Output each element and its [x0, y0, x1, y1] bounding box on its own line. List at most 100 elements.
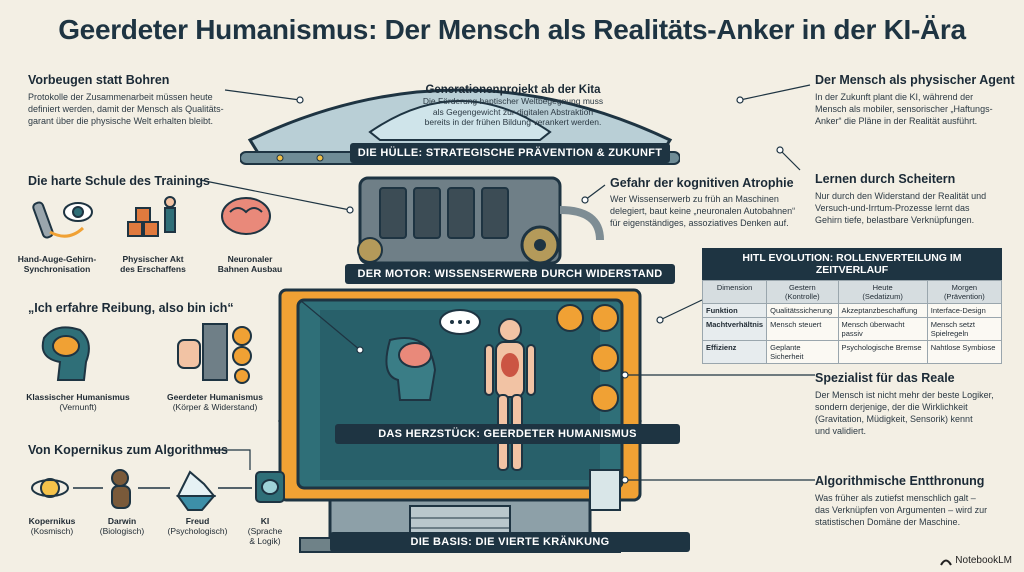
atrophie-section: Gefahr der kognitiven Atrophie Wer Wisse…: [610, 176, 820, 229]
table-cell: Machtverhältnis: [701, 317, 768, 341]
table-cell: Qualitätssicherung: [766, 303, 839, 318]
entthronung-text-line: Was früher als zutiefst menschlich galt …: [815, 493, 976, 503]
kopernikus-sublabel: & Logik): [249, 536, 281, 546]
training-label: des Erschaffens: [120, 264, 186, 274]
training-label: Bahnen Ausbau: [217, 264, 283, 274]
table-header: Gestern (Kontrolle): [766, 280, 839, 304]
training-label: Hand-Auge-Gehirn-: [17, 254, 97, 264]
head-brain-icon: [41, 326, 90, 381]
vorbeugen-text-line: definiert werden, damit der Mensch als Q…: [28, 104, 224, 114]
reibung-sublabel: (Körper & Widerstand): [172, 402, 258, 412]
eye-icon: [556, 304, 584, 332]
spezialist-heading: Spezialist für das Reale: [815, 371, 955, 385]
reibung-sublabel: (Vernunft): [59, 402, 97, 412]
kopernikus-sublabel: (Psychologisch): [167, 526, 228, 536]
atrophie-text-line: Wer Wissenserwerb zu früh an Maschinen: [610, 194, 779, 204]
agent-section: Der Mensch als physischer Agent In der Z…: [815, 73, 1015, 127]
entthronung-heading: Algorithmische Entthronung: [815, 474, 985, 488]
table-header: Heute (Sedatizum): [837, 280, 928, 304]
training-icons: [32, 196, 271, 239]
phone-icon: [591, 304, 619, 332]
entthronung-text-line: das Verknüpfen von Argumenten – wird zur: [815, 505, 988, 515]
table-cell: Nahtlose Symbiose: [926, 340, 1003, 364]
table-title: HITL EVOLUTION: ROLLENVERTEILUNG IM ZEIT…: [702, 248, 1002, 280]
table-cell: Geplante Sicherheit: [766, 340, 839, 364]
spezialist-section: Spezialist für das Reale Der Mensch ist …: [815, 371, 1015, 437]
iceberg-icon: [176, 470, 217, 511]
agent-text-line: In der Zukunft plant die KI, während der: [815, 92, 974, 102]
touch-icon: [591, 384, 619, 412]
table-cell: Akzeptanzbeschaffung: [837, 303, 928, 318]
dome-text-line: als Gegengewicht zur digitalen Abstrakti…: [432, 106, 594, 117]
kopernikus-icons: [31, 469, 285, 511]
dome-heading: Generationenprojekt ab der Kita: [425, 84, 601, 96]
entthronung-text-line: statistischen Domäne der Maschine.: [815, 517, 961, 527]
dome-text-line: bereits in der frühen Bildung verankert …: [424, 117, 602, 127]
role-table: Dimension Gestern (Kontrolle) Heute (Sed…: [701, 280, 1003, 364]
atrophie-text-line: delegiert, baut keine „neuronalen Autoba…: [610, 206, 796, 216]
scheitern-text-line: Versuch-und-Irrtum-Prozesse lernt das: [815, 203, 970, 213]
kopernikus-label: Darwin: [107, 516, 137, 526]
entthronung-section: Algorithmische Entthronung Was früher al…: [815, 474, 1015, 528]
kopernikus-label: Freud: [185, 516, 210, 526]
spezialist-text-line: sondern derjenige, der die Wirklichkeit: [815, 402, 968, 412]
table-cell: Mensch setzt Spielregeln: [926, 317, 1003, 341]
vorbeugen-section: Vorbeugen statt Bohren Protokolle der Zu…: [28, 73, 258, 127]
reibung-icons: [41, 323, 252, 384]
atrophie-heading: Gefahr der kognitiven Atrophie: [610, 176, 794, 190]
reibung-item-2: Geerdeter Humanismus (Körper & Widerstan…: [150, 392, 280, 412]
banner-motor: DER MOTOR: WISSENSERWERB DURCH WIDERSTAN…: [345, 264, 675, 284]
kopernikus-sublabel: (Sprache: [247, 526, 283, 536]
notebooklm-icon: [940, 559, 953, 566]
logo-text: NotebookLM: [955, 555, 1012, 566]
solar-system-icon: [31, 478, 69, 498]
kopernikus-item-2: Darwin (Biologisch): [92, 516, 152, 536]
table-cell: Interface-Design: [926, 303, 1003, 318]
kopernikus-label: KI: [260, 516, 270, 526]
banner-huelle: DIE HÜLLE: STRATEGISCHE PRÄVENTION & ZUK…: [350, 143, 670, 163]
hand-wall-icon: [177, 323, 252, 384]
table-cell: Psychologische Bremse: [837, 340, 928, 364]
table-header: Dimension: [701, 280, 768, 304]
atrophie-text-line: für eigenständiges, assoziatives Denken …: [610, 218, 789, 228]
spezialist-text-line: (Gravitation, Müdigkeit, Sensorik) kennt: [815, 414, 973, 424]
banner-basis: DIE BASIS: DIE VIERTE KRÄNKUNG: [330, 532, 690, 552]
training-label: Synchronisation: [23, 264, 91, 274]
scheitern-section: Lernen durch Scheitern Nur durch den Wid…: [815, 172, 1015, 226]
notebooklm-logo: NotebookLM: [940, 555, 1012, 566]
training-item-1: Hand-Auge-Gehirn-Synchronisation: [12, 254, 102, 274]
table-row: Funktion Qualitätssicherung Akzeptanzbes…: [701, 303, 1003, 318]
kopernikus-heading: Von Kopernikus zum Algorithmus: [28, 443, 229, 457]
page-title: Geerdeter Humanismus: Der Mensch als Rea…: [58, 14, 966, 45]
ear-icon: [591, 344, 619, 372]
table-header: Morgen (Prävention): [926, 280, 1003, 304]
reibung-item-1: Klassischer Humanismus (Vernunft): [18, 392, 138, 412]
kopernikus-item-1: Kopernikus (Kosmisch): [22, 516, 82, 536]
table-cell: Effizienz: [701, 340, 768, 364]
agent-text-line: Anker“ die Pläne in der Realität ausführ…: [815, 116, 978, 126]
reibung-label: Klassischer Humanismus: [26, 392, 130, 402]
agent-heading: Der Mensch als physischer Agent: [815, 73, 1015, 87]
hitl-table: HITL EVOLUTION: ROLLENVERTEILUNG IM ZEIT…: [701, 248, 1003, 364]
table-cell: Funktion: [701, 303, 768, 318]
dome-text-line: Die Förderung haptischer Weltbegegnung m…: [422, 96, 604, 106]
dome-section: Generationenprojekt ab der Kita Die Förd…: [388, 84, 638, 128]
table-row: Effizienz Geplante Sicherheit Psychologi…: [701, 340, 1003, 364]
building-blocks-icon: [127, 196, 176, 237]
training-label: Physischer Akt: [122, 254, 184, 264]
scheitern-heading: Lernen durch Scheitern: [815, 172, 956, 186]
kopernikus-sublabel: (Biologisch): [99, 526, 145, 536]
training-label: Neuronaler: [227, 254, 273, 264]
table-header-row: Dimension Gestern (Kontrolle) Heute (Sed…: [701, 280, 1003, 304]
spezialist-text-line: Der Mensch ist nicht mehr der beste Logi…: [815, 390, 994, 400]
vorbeugen-heading: Vorbeugen statt Bohren: [28, 73, 170, 87]
vorbeugen-text-line: Protokolle der Zusammenarbeit müssen heu…: [28, 92, 213, 102]
table-cell: Mensch überwacht passiv: [837, 317, 928, 341]
training-heading: Die harte Schule des Trainings: [28, 174, 211, 188]
kopernikus-label: Kopernikus: [28, 516, 76, 526]
hand-eye-icon: [32, 201, 93, 239]
ai-chip-icon: [255, 471, 285, 503]
scheitern-text-line: Nur durch den Widerstand der Realität un…: [815, 191, 987, 201]
